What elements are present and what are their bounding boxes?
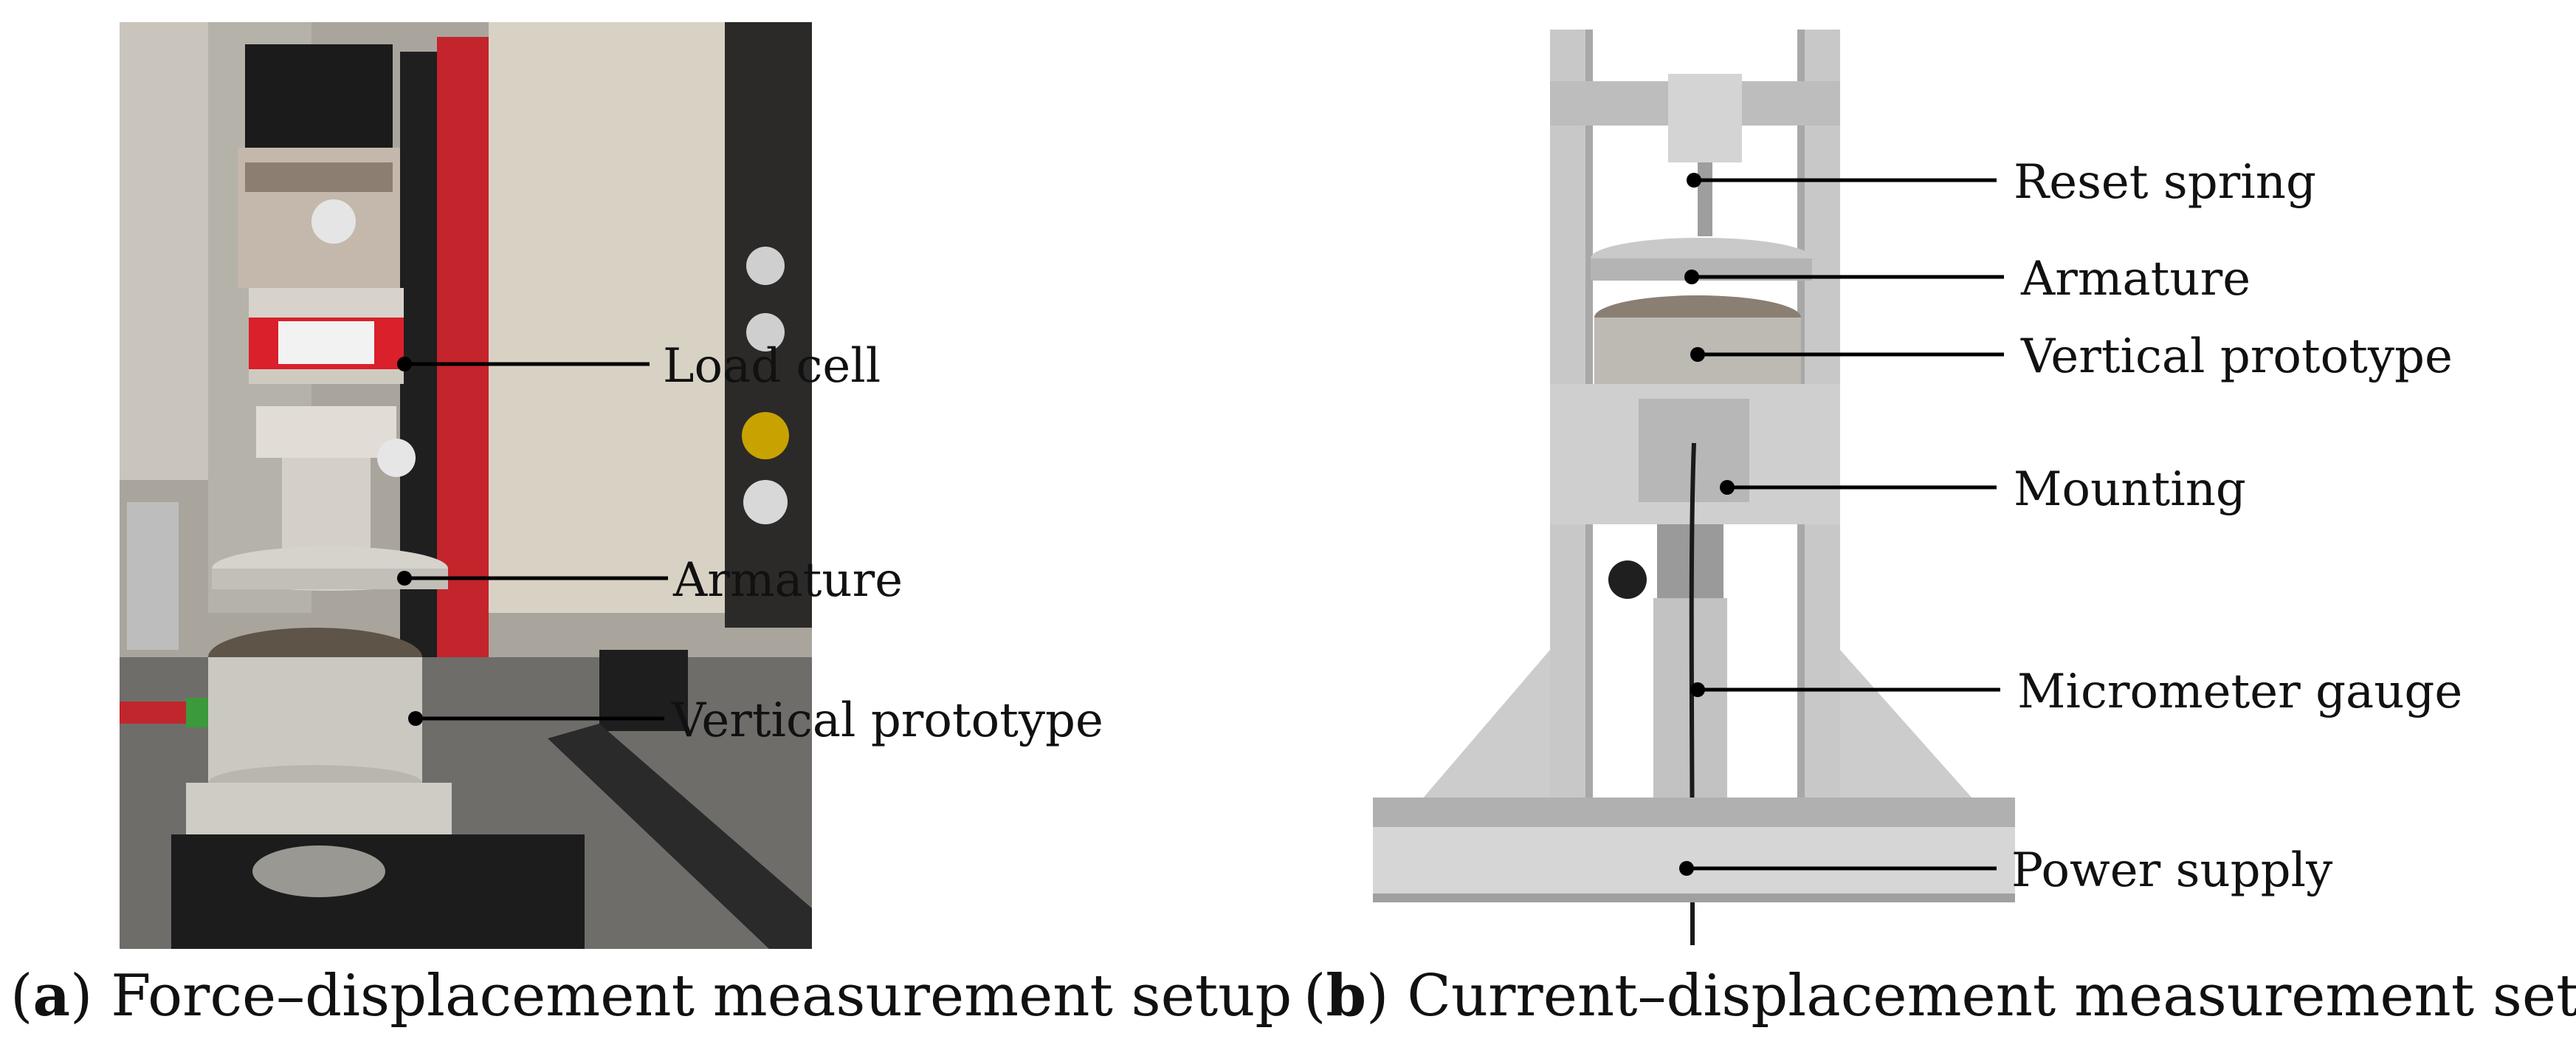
caption-b-paren-close: )	[1366, 963, 1389, 1029]
caption-a-letter: a	[32, 962, 70, 1029]
label-armature-a: Armature	[673, 553, 903, 608]
caption-a-paren-close: )	[69, 963, 93, 1029]
label-armature-b: Armature	[2021, 252, 2251, 306]
label-mounting: Mounting	[2014, 462, 2246, 517]
label-micrometer-gauge: Micrometer gauge	[2017, 665, 2463, 719]
caption-a: (a) Force–displacement measurement setup	[10, 967, 1292, 1026]
label-vertical-prototype-a: Vertical prototype	[672, 693, 1103, 748]
label-vertical-prototype-b: Vertical prototype	[2021, 329, 2453, 384]
caption-a-text: Force–displacement measurement setup	[111, 963, 1292, 1029]
photo-b-illustration	[1373, 22, 2015, 945]
label-load-cell: Load cell	[663, 339, 881, 394]
caption-b-paren-open: (	[1304, 963, 1326, 1029]
label-power-supply: Power supply	[2011, 843, 2333, 898]
caption-a-paren-open: (	[10, 963, 33, 1029]
caption-b: (b) Current–displacement measurement set…	[1304, 967, 2576, 1026]
label-reset-spring: Reset spring	[2014, 155, 2316, 210]
photo-force-displacement-setup	[120, 22, 812, 949]
caption-b-letter: b	[1326, 962, 1366, 1029]
photo-a-illustration	[120, 22, 812, 949]
caption-b-text: Current–displacement measurement setup	[1407, 963, 2576, 1029]
photo-current-displacement-setup	[1373, 22, 2015, 945]
